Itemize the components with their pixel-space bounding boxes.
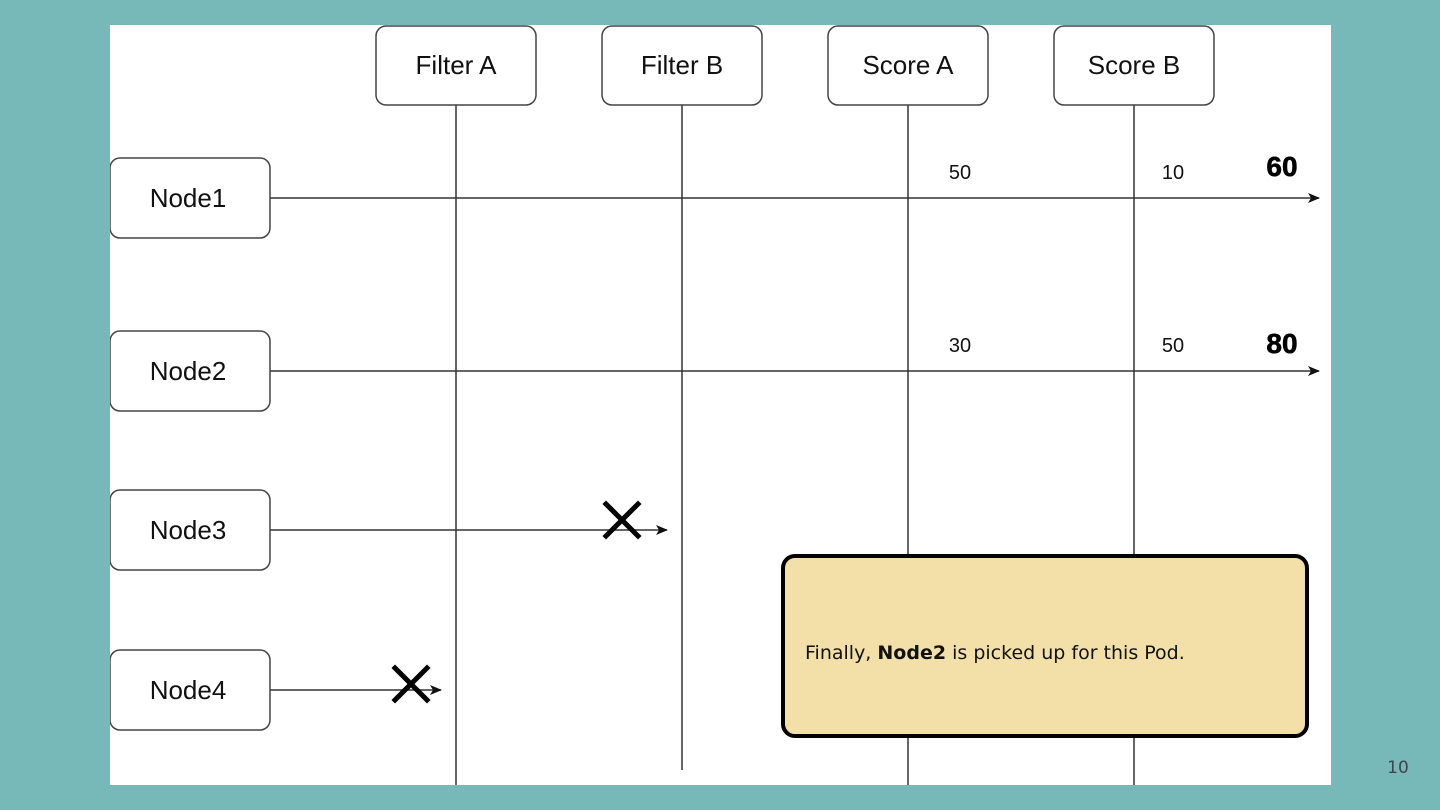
node-row-node4: Node4 bbox=[110, 649, 442, 731]
node4-rejected-x-icon bbox=[391, 664, 431, 704]
callout-prefix: Finally, bbox=[805, 642, 878, 664]
plugin-filter-b-label: Filter B bbox=[641, 50, 723, 80]
plugin-score-b-label: Score B bbox=[1088, 50, 1181, 80]
plugin-score-a-label: Score A bbox=[862, 50, 954, 80]
node1-total-score: 60 bbox=[1266, 151, 1297, 182]
node3-rejected-x-icon bbox=[602, 500, 642, 540]
scheduling-flow-diagram: Filter A Filter B Score A Score B Node1 … bbox=[110, 25, 1320, 785]
page-number: 10 bbox=[1387, 758, 1409, 778]
node1-label: Node1 bbox=[150, 183, 227, 213]
plugin-score-b: Score B bbox=[1053, 25, 1215, 106]
result-callout-message: Finally, Node2 is picked up for this Pod… bbox=[805, 642, 1185, 664]
result-callout: Finally, Node2 is picked up for this Pod… bbox=[781, 554, 1309, 738]
node-row-node1: Node1 50 10 60 bbox=[110, 151, 1320, 239]
node3-label: Node3 bbox=[150, 515, 227, 545]
plugin-filter-a-label: Filter A bbox=[416, 50, 498, 80]
node1-score-a: 50 bbox=[949, 162, 971, 184]
diagram-canvas: Filter A Filter B Score A Score B Node1 … bbox=[110, 25, 1331, 785]
node2-score-b: 50 bbox=[1162, 335, 1184, 357]
node4-label: Node4 bbox=[150, 675, 227, 705]
node2-label: Node2 bbox=[150, 356, 227, 386]
node2-score-a: 30 bbox=[949, 335, 971, 357]
plugin-score-a: Score A bbox=[827, 25, 989, 106]
plugin-filter-a: Filter A bbox=[375, 25, 537, 106]
node2-total-score: 80 bbox=[1266, 328, 1297, 359]
node-row-node2: Node2 30 50 80 bbox=[110, 328, 1320, 412]
callout-selected-node: Node2 bbox=[877, 642, 947, 664]
node-row-node3: Node3 bbox=[110, 489, 668, 571]
node1-score-b: 10 bbox=[1162, 162, 1184, 184]
plugin-filter-b: Filter B bbox=[601, 25, 763, 106]
callout-suffix: is picked up for this Pod. bbox=[946, 642, 1185, 664]
